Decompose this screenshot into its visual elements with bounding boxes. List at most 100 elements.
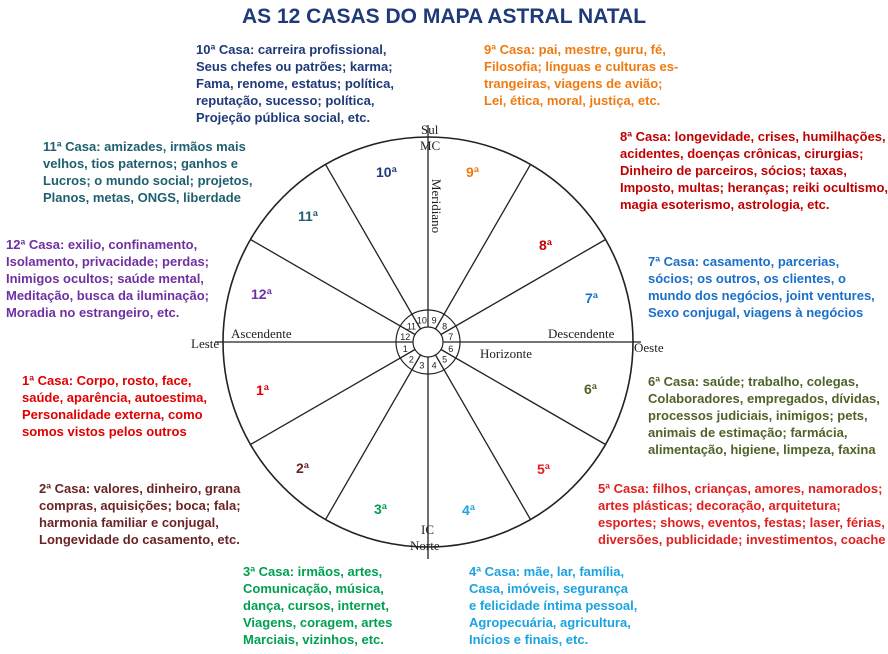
house-5-description: 5ª Casa: filhos, crianças, amores, namor… [598, 480, 886, 548]
label-norte: Norte [410, 538, 440, 553]
description-line: saúde, aparência, autoestima, [22, 390, 207, 405]
description-line: Viagens, coragem, artes [243, 615, 393, 630]
inner-house-number: 12 [400, 332, 410, 342]
description-line: Imposto, multas; heranças; reiki ocultis… [620, 180, 888, 195]
label-descendente: Descendente [548, 326, 615, 341]
description-line: Meditação, busca da iluminação; [6, 288, 209, 303]
description-line: 2ª Casa: valores, dinheiro, grana [39, 481, 241, 496]
description-line: esportes; shows, eventos, festas; laser,… [598, 515, 885, 530]
description-line: alimentação, higiene, limpeza, faxina [648, 442, 876, 457]
center-circle [412, 326, 444, 358]
description-line: Filosofia; línguas e culturas es- [484, 59, 679, 74]
inner-house-number: 6 [448, 344, 453, 354]
house-cusp-line [250, 238, 416, 336]
description-line: Inícios e finais, etc. [469, 632, 589, 647]
house-cusp-line [434, 164, 532, 330]
description-line: harmonia familiar e conjugal, [39, 515, 219, 530]
description-line: Comunicação, música, [243, 581, 384, 596]
description-line: reputação, sucesso; política, [196, 93, 375, 108]
house-cusp-line [434, 354, 532, 520]
description-line: Planos, metas, ONGS, liberdade [43, 190, 241, 205]
house-number-1: 1ª [256, 382, 269, 398]
description-line: Marciais, vizinhos, etc. [243, 632, 384, 647]
description-line: Fama, renome, estatus; política, [196, 76, 394, 91]
house-number-7: 7ª [585, 290, 598, 306]
description-line: 5ª Casa: filhos, crianças, amores, namor… [598, 481, 883, 496]
inner-house-number: 1 [403, 344, 408, 354]
house-cusp-line [324, 354, 422, 520]
description-line: e felicidade íntima pessoal, [469, 598, 638, 613]
description-line: Casa, imóveis, segurança [469, 581, 628, 596]
description-line: Moradia no estrangeiro, etc. [6, 305, 180, 320]
description-line: Lei, ética, moral, justiça, etc. [484, 93, 661, 108]
description-line: dança, cursos, internet, [243, 598, 389, 613]
description-line: Personalidade externa, como [22, 407, 203, 422]
description-line: velhos, tios paternos; ganhos e [43, 156, 239, 171]
inner-house-number: 11 [407, 321, 416, 331]
description-line: artes plásticas; decoração, arquitetura; [598, 498, 841, 513]
description-line: compras, aquisições; boca; fala; [39, 498, 241, 513]
inner-house-number: 10 [417, 315, 427, 325]
description-line: Colaboradores, empregados, dívidas, [648, 391, 880, 406]
house-1-description: 1ª Casa: Corpo, rosto, face, saúde, aparê… [22, 372, 207, 440]
inner-house-number: 5 [442, 355, 447, 365]
description-line: acidentes, doenças crônicas, cirurgias; [620, 146, 864, 161]
description-line: diversões, publicidade; investimentos, c… [598, 532, 886, 547]
house-number-10: 10ª [376, 164, 397, 180]
house-number-6: 6ª [584, 381, 597, 397]
description-line: sócios; os outros, os clientes, o [648, 271, 846, 286]
page-title: AS 12 CASAS DO MAPA ASTRAL NATAL [241, 5, 647, 28]
description-line: 1ª Casa: Corpo, rosto, face, [22, 373, 192, 388]
description-line: somos vistos pelos outros [22, 424, 187, 439]
house-cusp-line [440, 348, 606, 446]
label-ic: IC [421, 522, 434, 537]
description-line: Dinheiro de parceiros, sócios; taxas, [620, 163, 847, 178]
house-3-description: 3ª Casa: irmãos, artes, Comunicação, músi… [243, 563, 392, 648]
description-line: 9ª Casa: pai, mestre, guru, fé, [484, 42, 666, 57]
description-line: 4ª Casa: mãe, lar, família, [469, 564, 625, 579]
label-sul: Sul [421, 122, 439, 137]
house-8-description: 8ª Casa: longevidade, crises, humilhaçõe… [620, 128, 888, 213]
house-number-9: 9ª [466, 164, 479, 180]
inner-house-number: 7 [448, 332, 453, 342]
label-mc: MC [420, 138, 441, 153]
house-cusp-line [440, 238, 606, 336]
description-line: 8ª Casa: longevidade, crises, humilhaçõe… [620, 129, 886, 144]
description-line: Lucros; o mundo social; projetos, [43, 173, 253, 188]
house-number-5: 5ª [537, 461, 550, 477]
house-4-description: 4ª Casa: mãe, lar, família, Casa, imóveis… [469, 563, 637, 648]
label-leste: Leste [191, 336, 220, 351]
label-horizonte: Horizonte [480, 346, 532, 361]
inner-house-number: 8 [442, 321, 447, 331]
house-number-3: 3ª [374, 501, 387, 517]
description-line: Seus chefes ou patrões; karma; [196, 59, 393, 74]
label-meridiano: Meridiano [429, 178, 445, 234]
description-line: processos judiciais, inimigos; pets, [648, 408, 868, 423]
description-line: mundo dos negócios, joint ventures, [648, 288, 875, 303]
inner-house-number: 3 [419, 361, 424, 371]
house-number-8: 8ª [539, 237, 552, 253]
inner-house-number: 4 [432, 361, 437, 371]
description-line: 10ª Casa: carreira profissional, [196, 42, 387, 57]
house-number-12: 12ª [251, 286, 272, 302]
description-line: 12ª Casa: exilio, confinamento, [6, 237, 198, 252]
house-10-description: 10ª Casa: carreira profissional, Seus che… [196, 41, 394, 126]
house-cusp-line [250, 348, 416, 446]
house-number-11: 11ª [298, 208, 318, 224]
inner-house-number: 9 [432, 315, 437, 325]
description-line: Longevidade do casamento, etc. [39, 532, 240, 547]
label-oeste: Oeste [634, 340, 664, 355]
label-ascendente: Ascendente [231, 326, 292, 341]
description-line: Inimigos ocultos; saúde mental, [6, 271, 204, 286]
house-12-description: 12ª Casa: exilio, confinamento,Isolament… [6, 236, 209, 321]
description-line: animais de estimação; farmácia, [648, 425, 848, 440]
house-number-4: 4ª [462, 502, 475, 518]
description-line: 3ª Casa: irmãos, artes, [243, 564, 383, 579]
description-line: magia esoterismo, astrologia, etc. [620, 197, 830, 212]
house-number-2: 2ª [296, 460, 309, 476]
description-line: Agropecuária, agricultura, [469, 615, 631, 630]
house-2-description: 2ª Casa: valores, dinheiro, grana compras… [39, 480, 241, 548]
